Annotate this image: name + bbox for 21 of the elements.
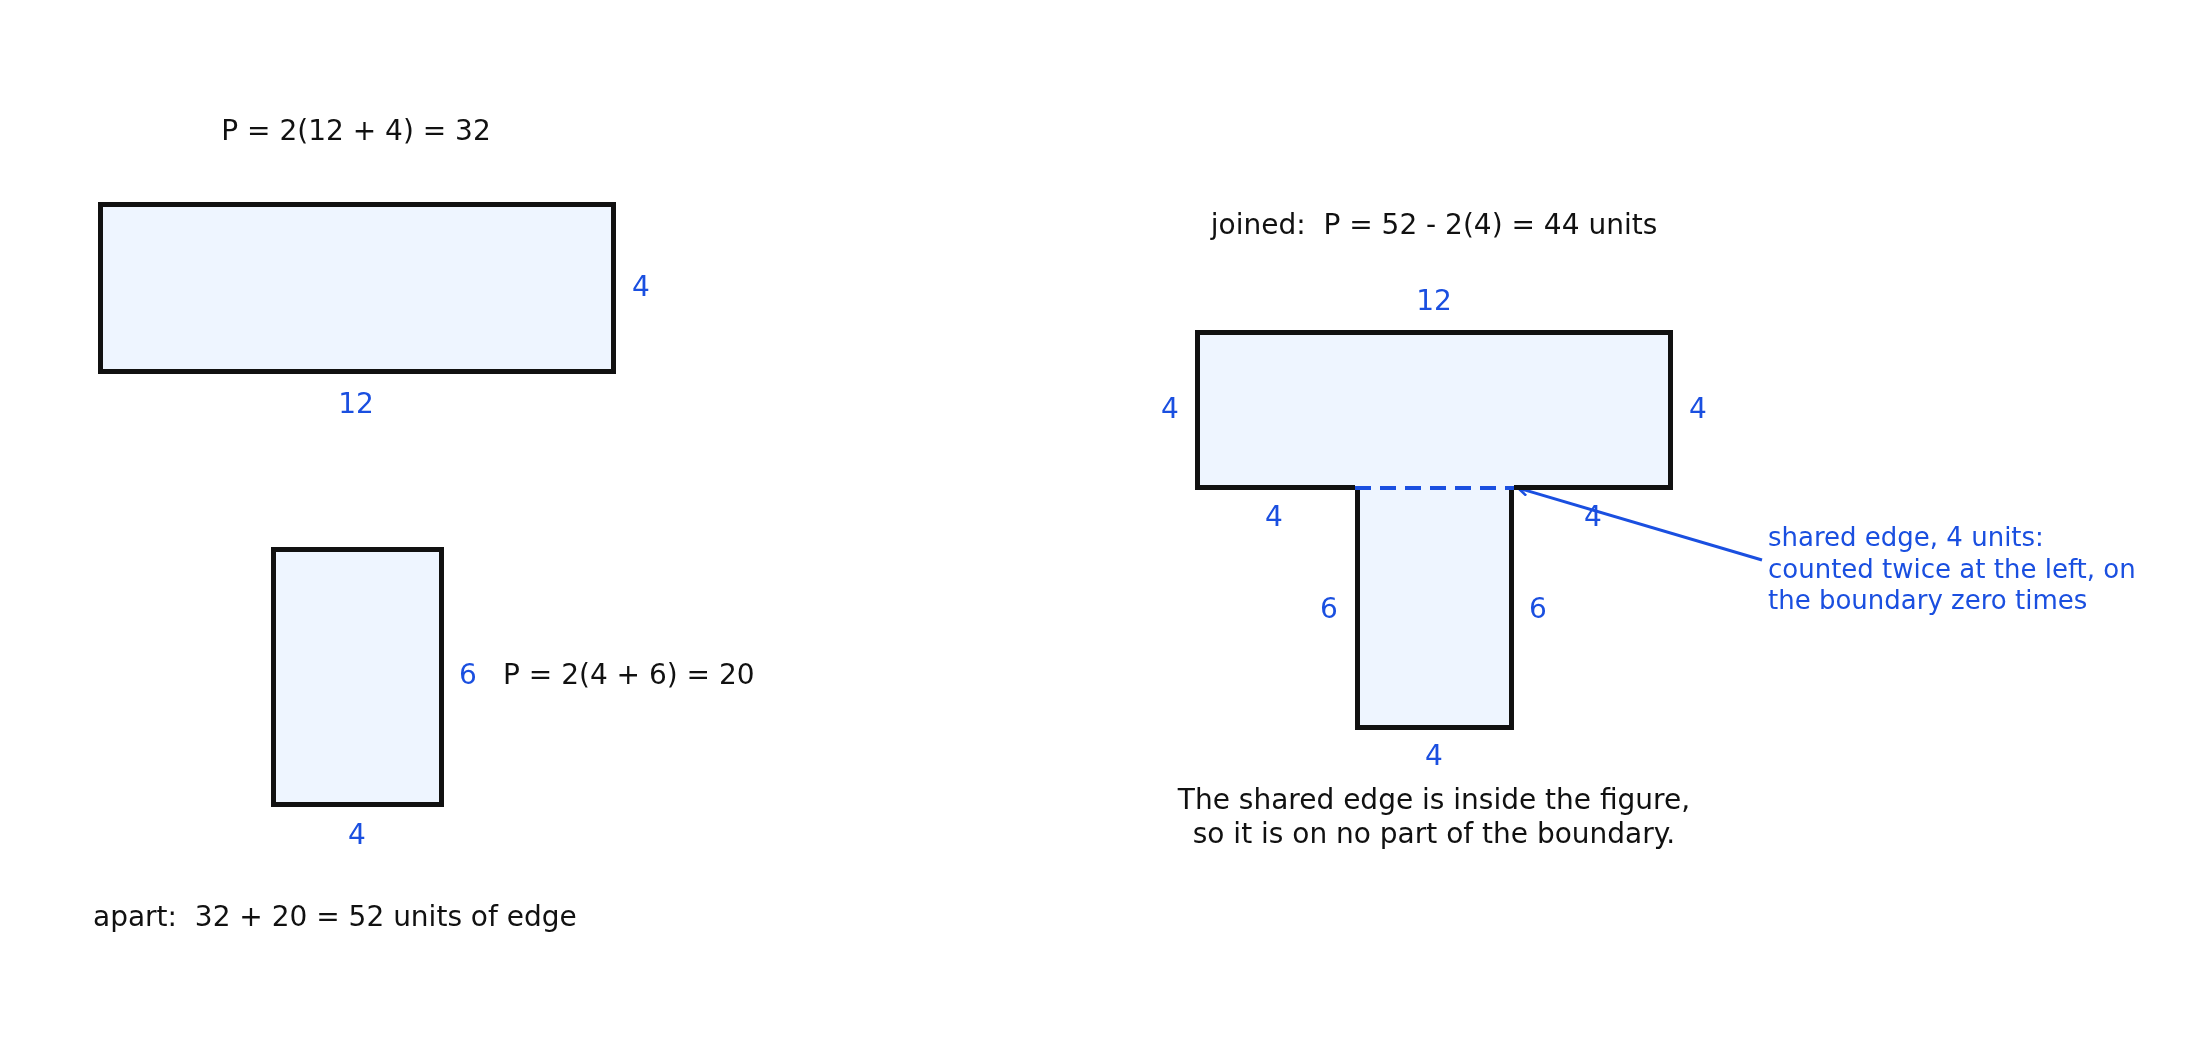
dimension-label: 4 bbox=[348, 818, 366, 852]
dimension-label: 4 bbox=[1689, 392, 1707, 426]
dimension-label: 6 bbox=[1529, 592, 1547, 626]
formula-text: P = 2(4 + 6) = 20 bbox=[503, 658, 755, 692]
formula-text: joined: P = 52 - 2(4) = 44 units bbox=[1210, 208, 1658, 242]
rectangle-shape bbox=[1355, 488, 1514, 730]
dimension-label: 4 bbox=[1161, 392, 1179, 426]
dimension-label: 12 bbox=[338, 387, 374, 421]
dimension-label: 12 bbox=[1416, 284, 1452, 318]
dimension-label: 4 bbox=[1265, 500, 1283, 534]
caption: The shared edge is inside the figure, so it is on no part of the boundary. bbox=[1176, 783, 1692, 851]
dimension-label: 6 bbox=[459, 658, 477, 692]
formula-text: apart: 32 + 20 = 52 units of edge bbox=[93, 900, 577, 934]
dimension-label: 4 bbox=[632, 270, 650, 304]
callout-note: shared edge, 4 units: counted twice at the left, on the boundary zero times bbox=[1768, 522, 2154, 618]
dimension-label: 4 bbox=[1425, 739, 1443, 773]
rectangle-shape bbox=[98, 202, 616, 374]
formula-text: P = 2(12 + 4) = 32 bbox=[221, 114, 491, 148]
rectangle-shape bbox=[271, 547, 444, 807]
dimension-label: 6 bbox=[1320, 592, 1338, 626]
rectangle-shape bbox=[1195, 330, 1673, 490]
